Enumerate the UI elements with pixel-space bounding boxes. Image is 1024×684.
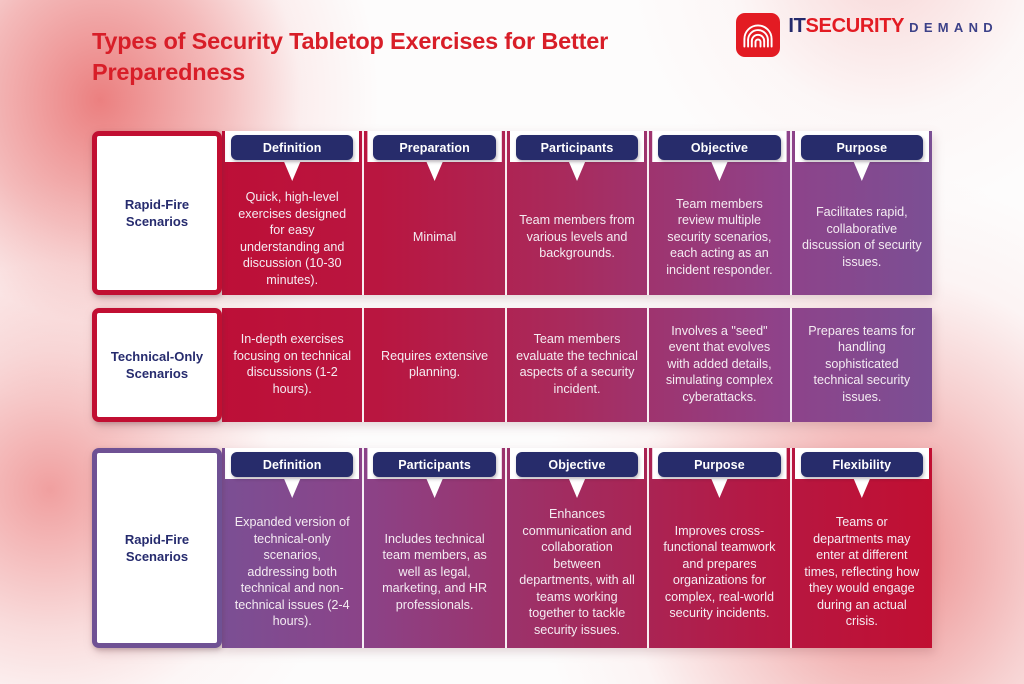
column-header-tab: Participants — [364, 448, 504, 502]
cell-description: Includes technical team members, as well… — [382, 531, 488, 612]
column-header-tab: Preparation — [364, 131, 504, 185]
column-header-tab: Participants — [507, 131, 647, 185]
column-header-tab: Definition — [222, 131, 362, 185]
logo-line-primary: ITSECURITY — [788, 15, 909, 37]
brand-logo: ITSECURITY DEMAND — [736, 13, 998, 57]
column-header-tab: Objective — [649, 131, 789, 185]
tab-label: Purpose — [800, 135, 924, 160]
row-gradient-strip — [222, 308, 932, 422]
exercise-cell: Prepares teams for handling sophisticate… — [789, 308, 932, 422]
logo-word-security: SECURITY — [805, 15, 905, 37]
page-header: Types of Security Tabletop Exercises for… — [0, 0, 1024, 118]
cell-description: Improves cross-functional teamwork and p… — [663, 523, 776, 621]
cell-description: Expanded version of technical-only scena… — [234, 515, 350, 629]
logo-wordmark: ITSECURITY DEMAND — [788, 13, 998, 37]
logo-word-demand: DEMAND — [909, 20, 998, 35]
row-label-card: Technical-Only Scenarios — [92, 308, 222, 422]
cell-description: Minimal — [412, 229, 457, 244]
exercise-cell: Team members evaluate the technical aspe… — [504, 308, 647, 422]
tab-label: Participants — [373, 452, 496, 477]
tab-label: Definition — [231, 452, 354, 477]
cell-description: Quick, high-level exercises designed for… — [238, 190, 347, 287]
row-label-card: Rapid-Fire Scenarios — [92, 448, 222, 648]
logo-word-it: IT — [788, 15, 806, 37]
cell-description: Facilitates rapid, collaborative discuss… — [801, 205, 922, 269]
tab-label: Definition — [231, 135, 354, 160]
tab-label: Objective — [658, 135, 781, 160]
cell-description: Enhances communication and collaboration… — [519, 507, 635, 637]
cell-description: Team members from various levels and bac… — [519, 213, 635, 261]
tab-label: Purpose — [658, 452, 781, 477]
cell-description: Involves a "seed" event that evolves wit… — [665, 323, 773, 404]
cell-description: Prepares teams for handling sophisticate… — [808, 323, 916, 404]
tab-label: Preparation — [373, 135, 496, 160]
exercise-cell: In-depth exercises focusing on technical… — [222, 308, 362, 422]
column-header-tab: Flexibility — [792, 448, 932, 502]
fingerprint-icon — [736, 13, 781, 57]
column-header-tab: Objective — [507, 448, 647, 502]
cell-description: Teams or departments may enter at differ… — [804, 515, 920, 629]
exercise-cell: Requires extensive planning. — [362, 308, 504, 422]
column-header-tab: Definition — [222, 448, 362, 502]
row-cells: In-depth exercises focusing on technical… — [222, 308, 932, 422]
cell-description: In-depth exercises focusing on technical… — [233, 332, 352, 396]
exercise-cell: Involves a "seed" event that evolves wit… — [647, 308, 789, 422]
cell-description: Team members evaluate the technical aspe… — [516, 332, 638, 396]
page-title: Types of Security Tabletop Exercises for… — [92, 28, 609, 85]
column-header-tab: Purpose — [792, 131, 932, 185]
cell-description: Requires extensive planning. — [381, 348, 489, 380]
tab-label: Objective — [515, 452, 639, 477]
cell-description: Team members review multiple security sc… — [666, 196, 773, 277]
column-header-tab: Purpose — [649, 448, 789, 502]
row-label-card: Rapid-Fire Scenarios — [92, 131, 222, 295]
tab-label: Participants — [515, 135, 639, 160]
tab-label: Flexibility — [800, 452, 924, 477]
